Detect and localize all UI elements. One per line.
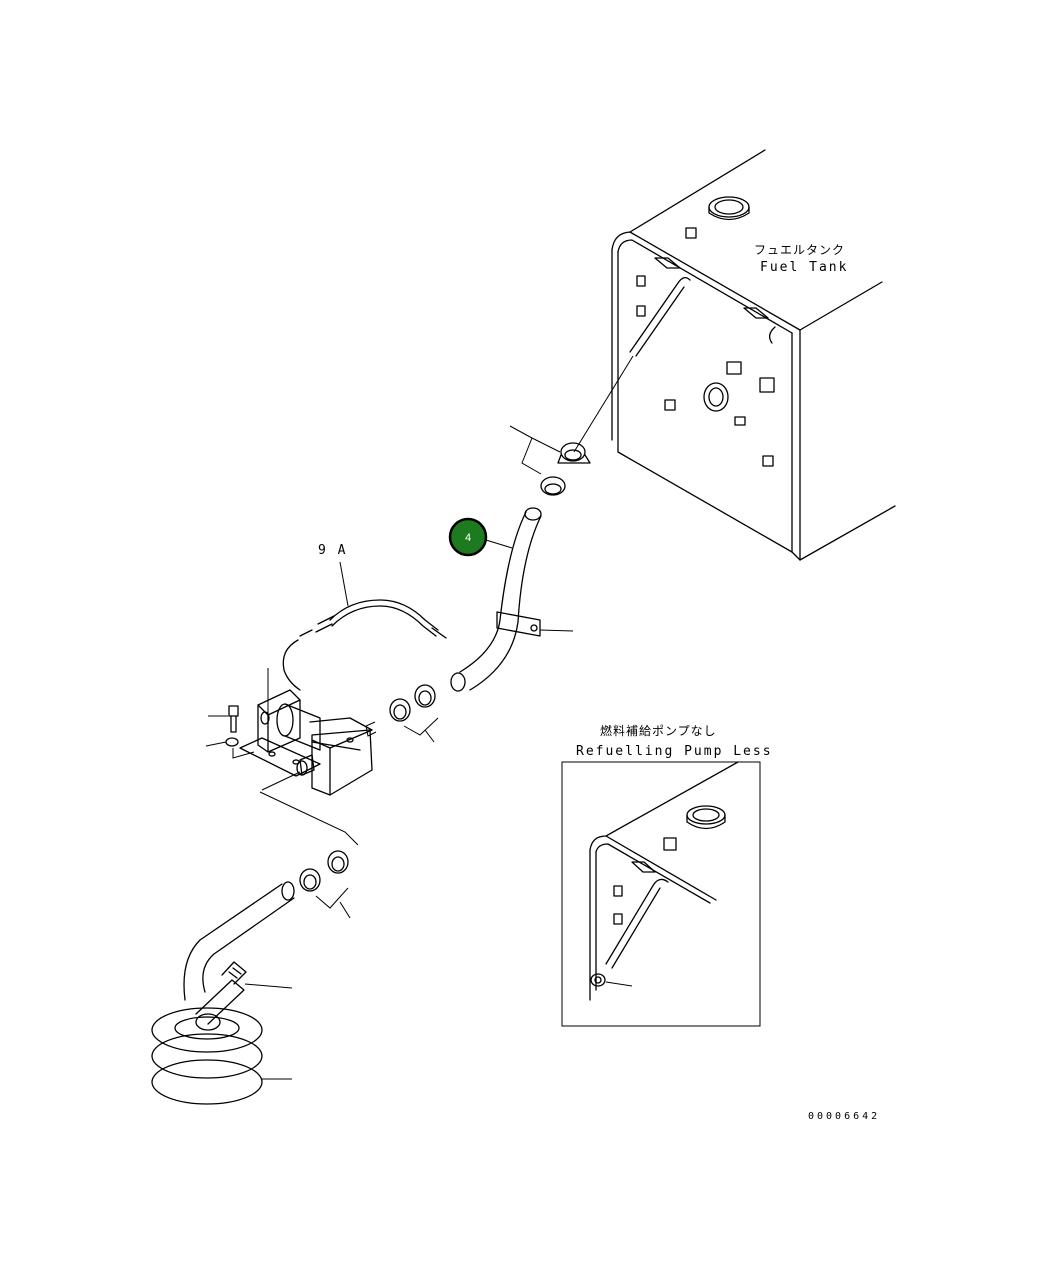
fuel-tank-label-jp: フュエルタンク	[754, 243, 845, 257]
drawing-number: 00006642	[808, 1111, 880, 1122]
hose-clamps-lower	[299, 850, 351, 919]
callout-circle	[448, 517, 488, 557]
leader-line-lower	[259, 791, 359, 846]
part-label-9a: 9 A	[318, 543, 347, 558]
callout-part-4[interactable]: 4	[448, 517, 513, 557]
hose-clamps-middle	[389, 684, 439, 743]
fuel-tank	[573, 149, 896, 561]
inset-label-jp: 燃料補給ポンプなし	[600, 723, 717, 738]
hose-clamps-upper	[509, 425, 591, 496]
refuelling-pump	[205, 668, 377, 796]
coiled-hose	[151, 881, 295, 1105]
inset-refuelling-pump-less	[561, 761, 761, 1027]
callout-number: 4	[465, 532, 471, 544]
fuel-hose	[450, 507, 574, 692]
wire-harness-9a	[282, 561, 447, 691]
fuel-tank-label-en: Fuel Tank	[760, 260, 848, 275]
inset-label-en: Refuelling Pump Less	[576, 744, 773, 759]
